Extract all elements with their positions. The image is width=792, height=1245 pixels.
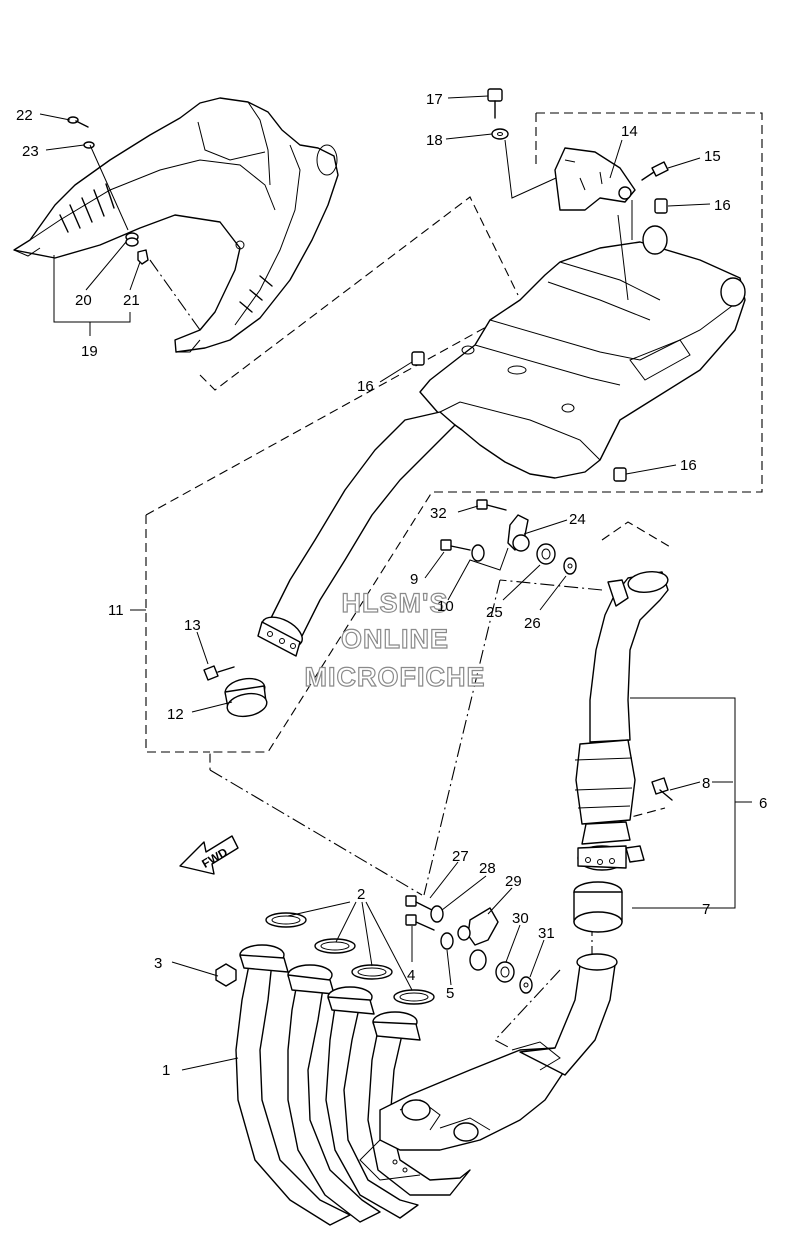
screw-22: [67, 116, 89, 128]
bolt-32: [476, 499, 507, 511]
exhaust-header: [235, 944, 618, 1226]
callout-16-left: 16: [357, 378, 374, 395]
bracket-29: [457, 907, 499, 946]
callout-12: 12: [167, 706, 184, 723]
nut-16-right: [613, 467, 627, 482]
muffler-assembly-boundary: [145, 112, 763, 770]
callout-4: 4: [407, 967, 415, 984]
callout-2: 2: [357, 886, 365, 903]
callout-25: 25: [486, 604, 503, 621]
bolt-17: [487, 88, 503, 119]
washer-26: [563, 557, 577, 575]
gaskets-2: [265, 912, 435, 1005]
cover-slots: [59, 183, 273, 313]
bolt-27: [405, 895, 433, 911]
callout-9: 9: [410, 571, 418, 588]
washer-5: [440, 932, 454, 950]
muffler-body: [419, 225, 746, 479]
washer-28: [430, 905, 444, 923]
gasket-7: [573, 881, 623, 933]
gasket-12: [224, 677, 268, 718]
callout-21: 21: [123, 292, 140, 309]
callout-11: 11: [108, 602, 124, 619]
callout-28: 28: [479, 860, 496, 877]
callout-19: 19: [81, 343, 98, 360]
callout-13: 13: [184, 617, 201, 634]
callout-17: 17: [426, 91, 443, 108]
callout-26: 26: [524, 615, 541, 632]
bolt-15: [641, 161, 669, 181]
bolt-13: [203, 665, 235, 681]
callout-10: 10: [437, 598, 454, 615]
callout-27: 27: [452, 848, 469, 865]
watermark-line-2: ONLINE: [341, 624, 449, 654]
leader-lines: [39, 95, 752, 1071]
callout-15: 15: [704, 148, 721, 165]
callout-16-top: 16: [714, 197, 731, 214]
heat-shield-cover: [13, 97, 339, 353]
callout-32: 32: [430, 505, 447, 522]
watermark-line-3: MICROFICHE: [305, 662, 486, 692]
callout-1: 1: [162, 1062, 170, 1079]
muffler-clamp: [257, 616, 303, 657]
callout-7: 7: [702, 901, 710, 918]
bolt-9: [440, 539, 471, 551]
callout-20: 20: [75, 292, 92, 309]
fwd-arrow-icon: FWD: [179, 835, 239, 875]
collar-21: [137, 249, 149, 265]
callout-22: 22: [16, 107, 33, 124]
callout-5: 5: [446, 985, 454, 1002]
callout-16-right: 16: [680, 457, 697, 474]
washer-10: [471, 544, 485, 562]
nut-16-top: [654, 198, 668, 214]
nut-16-left: [411, 351, 425, 366]
washer-31: [519, 976, 533, 994]
bolt-4: [405, 914, 435, 931]
collar-25: [536, 543, 556, 565]
watermark-line-1: HLSM'S: [342, 588, 449, 618]
washer-18: [491, 128, 509, 140]
callout-14: 14: [621, 123, 638, 140]
collar-30: [469, 949, 515, 983]
callout-23: 23: [22, 143, 39, 160]
heat-shield-boundary: [149, 196, 519, 391]
callout-18: 18: [426, 132, 443, 149]
bracket-14: [554, 147, 636, 211]
callout-labels: 1 2 3 4 5 6 7 8 9 10 11 12 13 14 15 16 1…: [16, 91, 767, 1079]
callout-31: 31: [538, 925, 555, 942]
nut-3: [215, 963, 237, 987]
washer-23: [83, 141, 95, 149]
callout-29: 29: [505, 873, 522, 890]
grommet-20: [125, 232, 139, 247]
callout-30: 30: [512, 910, 529, 927]
callout-3: 3: [154, 955, 162, 972]
callout-8: 8: [702, 775, 710, 792]
bolt-8: [651, 777, 673, 801]
watermark: HLSM'S ONLINE MICROFICHE: [304, 587, 486, 692]
callout-24: 24: [569, 511, 586, 528]
callout-6: 6: [759, 795, 767, 812]
bracket-24: [507, 514, 530, 552]
connector-pipe: [574, 571, 669, 871]
